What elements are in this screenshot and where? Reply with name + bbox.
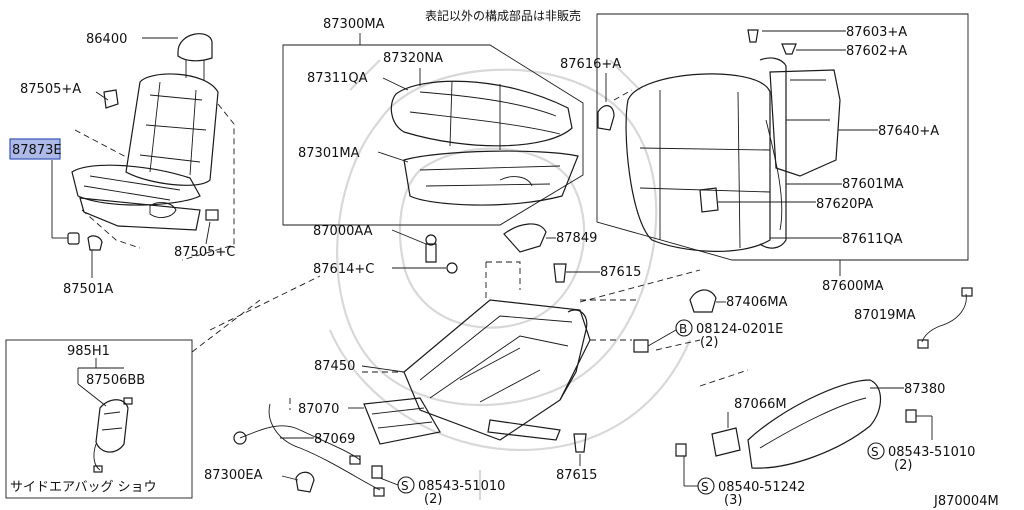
backrest-assembly: 87600MA 87603+A 87602+A 87640+A 87601MA … bbox=[560, 13, 969, 294]
label-87505a: 87505+A bbox=[20, 82, 81, 97]
left-callouts: 86400 87505+A 87873E 87505+C 87501A bbox=[9, 32, 235, 297]
label-08124: 08124-0201E bbox=[696, 322, 783, 337]
label-87600ma: 87600MA bbox=[822, 279, 884, 294]
marker-s-08543-right bbox=[867, 442, 885, 460]
label-87320na: 87320NA bbox=[383, 51, 443, 66]
label-87873e: 87873E bbox=[12, 143, 62, 158]
label-87620pa: 87620PA bbox=[816, 197, 873, 212]
marker-s-08540-text: S bbox=[701, 480, 709, 494]
label-87450: 87450 bbox=[314, 359, 355, 374]
header-note: 表記以外の構成部品は非販売 bbox=[425, 8, 581, 23]
label-87300ma: 87300MA bbox=[323, 17, 385, 32]
label-87506bb: 87506BB bbox=[86, 373, 145, 388]
label-08543-right-qty: (2) bbox=[894, 458, 912, 473]
label-86400: 86400 bbox=[86, 32, 127, 47]
label-08124-qty: (2) bbox=[700, 335, 718, 350]
label-985h1: 985H1 bbox=[67, 344, 110, 359]
right-parts: 87406MA 87019MA 87380 87066M S 08543-510… bbox=[580, 287, 975, 508]
label-87000aa: 87000AA bbox=[313, 224, 373, 239]
label-87615-a: 87615 bbox=[600, 265, 641, 280]
label-08540-qty: (3) bbox=[724, 493, 742, 508]
marker-b-08124 bbox=[675, 319, 693, 337]
label-87616a: 87616+A bbox=[560, 57, 621, 72]
label-87601ma: 87601MA bbox=[842, 177, 904, 192]
label-87602a: 87602+A bbox=[846, 44, 907, 59]
label-08543-left: 08543-51010 bbox=[418, 479, 505, 494]
label-87066m: 87066M bbox=[734, 397, 787, 412]
label-87640a: 87640+A bbox=[878, 124, 939, 139]
label-87301ma: 87301MA bbox=[298, 146, 360, 161]
label-87300ea: 87300EA bbox=[204, 468, 263, 483]
label-87311qa: 87311QA bbox=[307, 71, 368, 86]
label-side-airbag: サイドエアバッグ ショウ bbox=[10, 480, 157, 495]
label-87505c: 87505+C bbox=[174, 245, 235, 260]
label-87380: 87380 bbox=[904, 382, 945, 397]
label-87603a: 87603+A bbox=[846, 25, 907, 40]
seat-overview bbox=[67, 33, 235, 261]
label-87069: 87069 bbox=[314, 432, 355, 447]
label-87849: 87849 bbox=[556, 231, 597, 246]
cushion-assembly: 87300MA 87320NA 87311QA 87301MA bbox=[282, 17, 584, 226]
label-87501a: 87501A bbox=[63, 282, 113, 297]
seat-frame bbox=[209, 223, 701, 497]
label-87070: 87070 bbox=[298, 402, 339, 417]
label-87614c: 87614+C bbox=[313, 262, 374, 277]
side-airbag-inset: 985H1 87506BB サイドエアバッグ ショウ bbox=[5, 299, 261, 499]
marker-b-text: B bbox=[679, 322, 687, 336]
label-08540: 08540-51242 bbox=[718, 480, 805, 495]
label-08543-right: 08543-51010 bbox=[888, 445, 975, 460]
marker-s-left-text: S bbox=[401, 479, 409, 493]
highlight-87873e bbox=[9, 138, 61, 160]
center-callouts: 87000AA 87849 87614+C 87615 87450 87070 … bbox=[204, 224, 783, 507]
marker-s-right-text: S bbox=[871, 445, 879, 459]
label-08543-left-qty: (2) bbox=[424, 492, 442, 507]
label-87019ma: 87019MA bbox=[854, 308, 916, 323]
label-87615-b: 87615 bbox=[556, 468, 597, 483]
watermark-emblem bbox=[328, 59, 692, 500]
label-87611qa: 87611QA bbox=[842, 232, 903, 247]
label-87406ma: 87406MA bbox=[726, 295, 788, 310]
diagram-id: J870004M bbox=[933, 494, 999, 509]
